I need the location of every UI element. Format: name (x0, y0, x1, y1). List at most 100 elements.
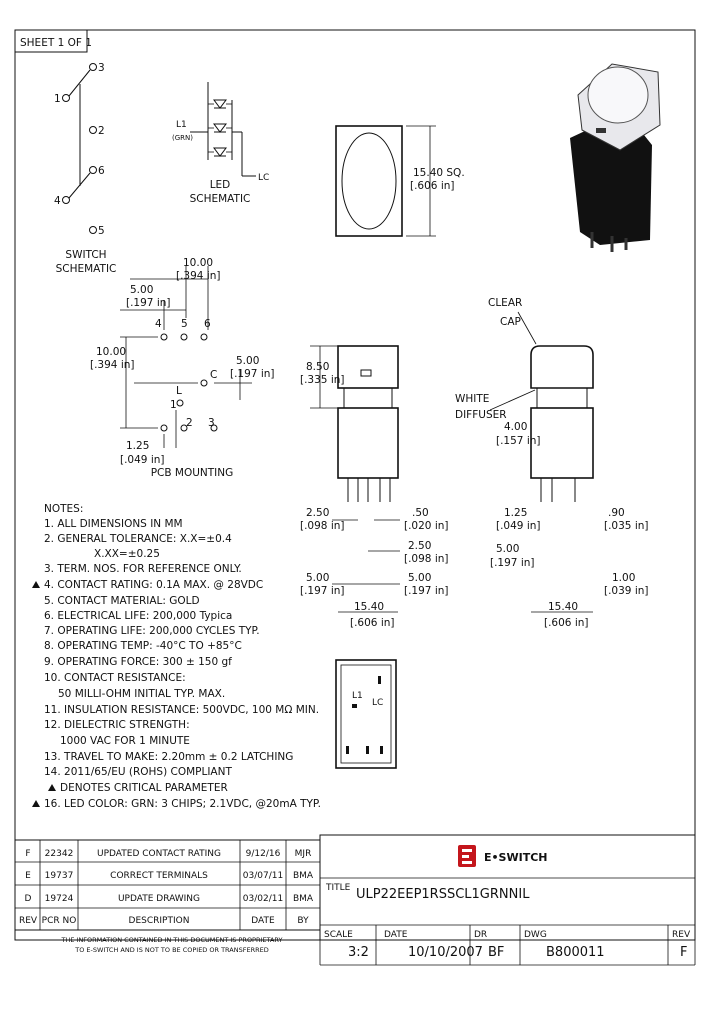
eswitch-logo-icon (458, 845, 476, 867)
rev-value: F (680, 945, 687, 960)
dim-in: [.039 in] (604, 585, 648, 597)
scale-value: 3:2 (348, 945, 369, 960)
note-line: 9. OPERATING FORCE: 300 ± 150 gf (44, 656, 232, 668)
pin-circle (62, 94, 70, 102)
pin-circle (89, 126, 97, 134)
front-body (337, 407, 399, 479)
front-window (360, 369, 372, 377)
clear-cap-label: CAP (500, 316, 521, 328)
dim-in: [.197 in] (300, 585, 344, 597)
pin-num: 3 (208, 417, 215, 429)
title-block-frame (319, 834, 696, 941)
bottom-pad (346, 746, 349, 754)
dim: 1.25 (126, 440, 149, 452)
table-cell: 19724 (45, 894, 74, 904)
dim-in: [.197 in] (490, 557, 534, 569)
dim: 1.00 (612, 572, 635, 584)
product-base (570, 124, 652, 245)
bottom-l1-label: L1 (352, 691, 363, 701)
dim: 5.00 (496, 543, 519, 555)
note-line: 13. TRAVEL TO MAKE: 2.20mm ± 0.2 LATCHIN… (44, 751, 293, 763)
dim-in: [.049 in] (496, 520, 540, 532)
proprietary-note: THE INFORMATION CONTAINED IN THIS DOCUME… (61, 936, 283, 944)
pin-num: 4 (155, 318, 162, 330)
pad (160, 424, 168, 432)
note-line: 3. TERM. NOS. FOR REFERENCE ONLY. (44, 563, 242, 575)
table-header: DATE (251, 916, 275, 926)
dim-in: [.606 in] (350, 617, 394, 629)
table-cell: 22342 (45, 849, 74, 859)
pin-circle (62, 196, 70, 204)
leader-line (517, 311, 537, 345)
dim-in: [.335 in] (300, 374, 344, 386)
pad (200, 333, 208, 341)
top-view-dim-in: [.606 in] (410, 180, 454, 192)
dim: 5.00 (130, 284, 153, 296)
table-header: REV (19, 916, 38, 926)
note-line: 5. CONTACT MATERIAL: GOLD (44, 595, 200, 607)
pin-num: 2 (186, 417, 193, 429)
note-line: DENOTES CRITICAL PARAMETER (60, 782, 228, 794)
table-cell: CORRECT TERMINALS (110, 871, 208, 881)
table-header: PCR NO (42, 916, 77, 926)
note-line: 1000 VAC FOR 1 MINUTE (60, 735, 190, 747)
note-line: 7. OPERATING LIFE: 200,000 CYCLES TYP. (44, 625, 260, 637)
switch-schematic-caption: SCHEMATIC (56, 263, 117, 275)
dr-value: BF (488, 945, 504, 960)
note-line: 11. INSULATION RESISTANCE: 500VDC, 100 M… (44, 704, 319, 716)
dim: 10.00 (183, 257, 213, 269)
table-header: BY (297, 916, 309, 926)
front-view: 8.50 [.335 in] 2.50 [.098 in] .50 [.020 … (300, 345, 448, 629)
pin-num: 5 (181, 318, 188, 330)
pad (200, 379, 208, 387)
pad (176, 399, 184, 407)
dim: .90 (608, 507, 625, 519)
notes: NOTES: 1. ALL DIMENSIONS IN MM 2. GENERA… (32, 503, 321, 810)
dim-in: [.394 in] (176, 270, 220, 282)
led-schematic-caption: LED (210, 179, 231, 191)
dim-in: [.020 in] (404, 520, 448, 532)
white-diffuser-label: DIFFUSER (455, 409, 507, 421)
pin-num: 6 (204, 318, 211, 330)
company-name: E•SWITCH (484, 851, 547, 864)
dim-in: [.606 in] (544, 617, 588, 629)
pin-label: 6 (98, 165, 105, 177)
note-line: 10. CONTACT RESISTANCE: (44, 672, 186, 684)
dwg-label: DWG (524, 930, 547, 940)
dim: 10.00 (96, 346, 126, 358)
critical-triangle-icon (32, 800, 40, 807)
bottom-lc-label: LC (372, 698, 383, 708)
led-grn-label: (GRN) (172, 134, 193, 142)
product-illustration (570, 63, 661, 252)
side-view: CLEAR CAP WHITE DIFFUSER 4.00 [.157 in] … (455, 297, 648, 629)
note-line: 50 MILLI-OHM INITIAL TYP. MAX. (58, 688, 225, 700)
white-diffuser-label: WHITE (455, 393, 489, 405)
title-label: TITLE (325, 883, 351, 893)
note-line: 14. 2011/65/EU (ROHS) COMPLIANT (44, 766, 232, 778)
dim: 15.40 (548, 601, 578, 613)
led-schematic-caption: SCHEMATIC (190, 193, 251, 205)
note-line: 12. DIELECTRIC STRENGTH: (44, 719, 190, 731)
pin-num: C (210, 369, 217, 381)
title-block: E•SWITCH TITLE ULP22EEP1RSSCL1GRNNIL SCA… (319, 834, 696, 966)
bottom-pad (366, 746, 369, 754)
led-lc-label: LC (258, 173, 269, 183)
diode-symbol (213, 147, 227, 157)
dim-in: [.197 in] (404, 585, 448, 597)
pin-label: 4 (54, 195, 61, 207)
dim: 5.00 (236, 355, 259, 367)
side-body (530, 407, 594, 479)
top-view-body (335, 125, 403, 237)
dim-in: [.394 in] (90, 359, 134, 371)
note-line: 1. ALL DIMENSIONS IN MM (44, 518, 183, 530)
table-cell: 19737 (45, 871, 74, 881)
pin-num: L (176, 385, 182, 397)
clear-cap-label: CLEAR (488, 297, 522, 309)
top-view-lens (341, 132, 397, 230)
rev-label: REV (672, 930, 691, 940)
dim: 2.50 (408, 540, 431, 552)
bottom-view-inner (340, 664, 392, 764)
note-line: 4. CONTACT RATING: 0.1A MAX. @ 28VDC (44, 579, 263, 591)
dim: 4.00 (504, 421, 527, 433)
